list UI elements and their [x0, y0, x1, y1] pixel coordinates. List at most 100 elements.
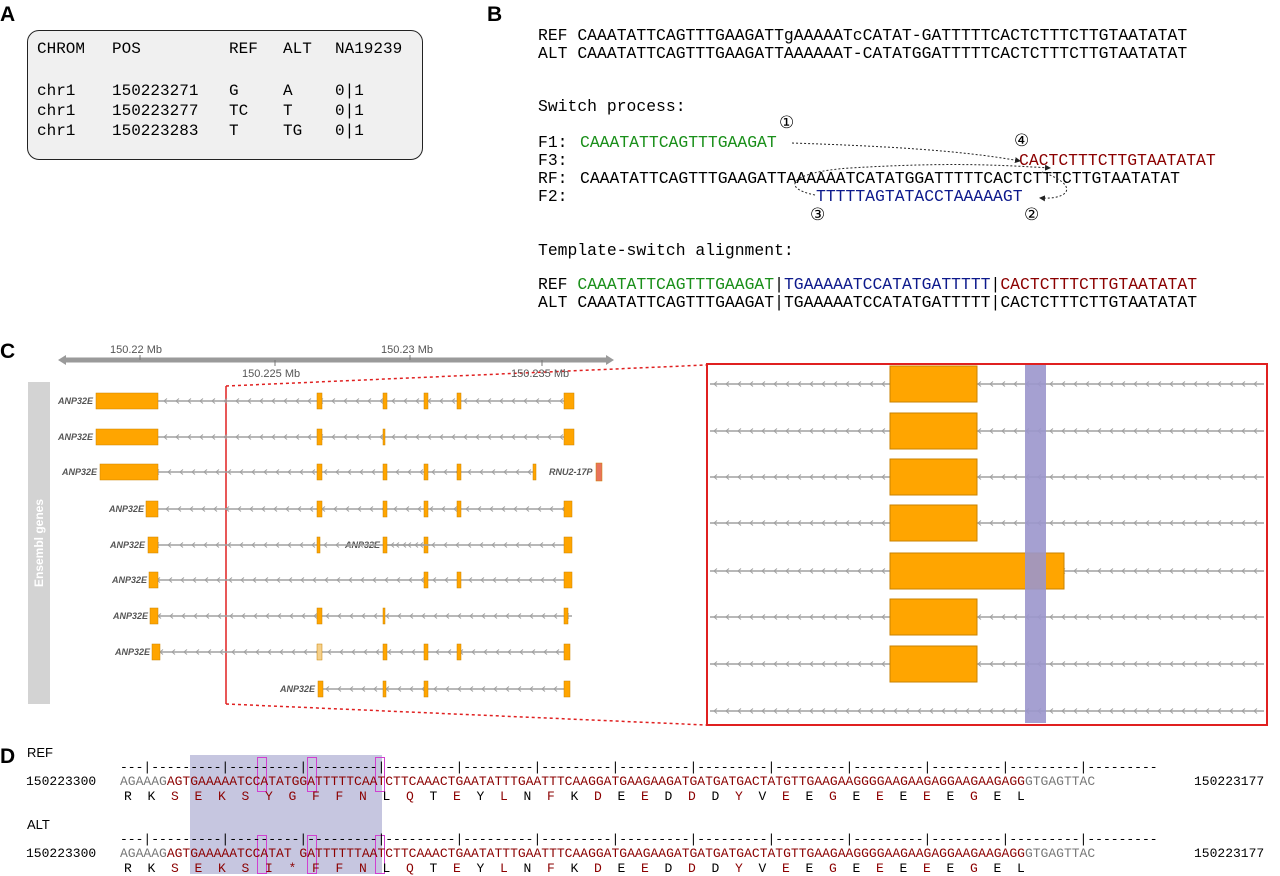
strand-arrow — [1157, 520, 1162, 526]
strand-arrow — [749, 568, 754, 574]
ts-ref-seg2: TGAAAAATCCATATGATTTTT — [783, 275, 991, 294]
strand-arrow — [243, 649, 248, 655]
vcf-cell: chr1 — [37, 102, 76, 120]
variant-box-3-ref — [375, 757, 385, 792]
strand-arrow — [845, 520, 850, 526]
strand-arrow — [1169, 381, 1174, 387]
strand-arrow — [1169, 474, 1174, 480]
amino-acid: E — [453, 861, 461, 876]
strand-arrow — [204, 577, 209, 583]
step-2-marker: ② — [1024, 205, 1040, 225]
amino-acid: D — [688, 861, 696, 876]
strand-arrow — [411, 649, 416, 655]
amino-acid: K — [218, 861, 226, 876]
strand-arrow — [331, 434, 336, 440]
strand-arrow — [1133, 661, 1138, 667]
strand-arrow — [433, 613, 438, 619]
strand-arrow — [396, 577, 401, 583]
strand-arrow — [475, 398, 480, 404]
exon — [423, 643, 429, 661]
exon — [563, 392, 575, 410]
d-alt-pos-end: 150223177 — [1194, 846, 1265, 861]
strand-arrow — [337, 686, 342, 692]
strand-arrow — [785, 708, 790, 714]
strand-arrow — [833, 708, 838, 714]
strand-arrow — [821, 661, 826, 667]
ts-alt-seg2: TGAAAAATCCATATGATTTTT — [783, 293, 991, 312]
ts-ref-seg1: CAAATATTCAGTTTGAAGAT — [577, 275, 775, 294]
strand-arrow — [1121, 428, 1126, 434]
gene-label: ANP32E — [280, 684, 316, 694]
amino-acid: E — [946, 789, 955, 804]
strand-arrow — [1085, 708, 1090, 714]
strand-arrow — [1145, 428, 1150, 434]
strand-arrow — [323, 469, 328, 475]
strand-arrow — [415, 398, 420, 404]
gene-label: ANP32E — [113, 611, 149, 621]
strand-arrow — [1253, 381, 1258, 387]
strand-arrow — [223, 434, 228, 440]
strand-arrow — [403, 398, 408, 404]
strand-arrow — [1217, 661, 1222, 667]
exon — [382, 607, 386, 625]
strand-arrow — [1109, 614, 1114, 620]
strand-arrow — [431, 542, 436, 548]
exon — [382, 680, 387, 698]
strand-arrow — [285, 506, 290, 512]
amino-acid: L — [1017, 789, 1025, 804]
strand-arrow — [1097, 474, 1102, 480]
strand-arrow — [989, 520, 994, 526]
strand-arrow — [1121, 520, 1126, 526]
strand-arrow — [881, 474, 886, 480]
strand-arrow — [1013, 381, 1018, 387]
strand-arrow — [167, 469, 172, 475]
strand-arrow — [299, 542, 304, 548]
variant-box-2-ref — [307, 757, 317, 792]
strand-arrow — [1229, 381, 1234, 387]
strand-arrow — [273, 506, 278, 512]
strand-arrow — [300, 577, 305, 583]
strand-arrow — [1181, 428, 1186, 434]
strand-arrow — [283, 398, 288, 404]
gene-label: ANP32E — [110, 540, 146, 550]
amino-acid: E — [923, 861, 931, 876]
strand-arrow — [857, 708, 862, 714]
strand-arrow — [279, 649, 284, 655]
ts-alt-seg3: CACTCTTTCTTGTAATATAT — [1000, 293, 1198, 312]
strand-arrow — [295, 398, 300, 404]
strand-arrow — [427, 434, 432, 440]
strand-arrow — [1061, 614, 1066, 620]
strand-arrow — [541, 613, 546, 619]
strand-arrow — [529, 613, 534, 619]
strand-arrow — [869, 381, 874, 387]
strand-arrow — [1169, 614, 1174, 620]
exon — [95, 428, 159, 446]
strand-arrow — [1193, 520, 1198, 526]
strand-arrow — [713, 520, 718, 526]
strand-arrow — [259, 398, 264, 404]
strand-arrow — [749, 428, 754, 434]
strand-arrow — [345, 506, 350, 512]
strand-arrow — [323, 542, 328, 548]
amino-acid: Q — [406, 789, 414, 804]
strand-arrow — [1205, 661, 1210, 667]
strand-arrow — [492, 577, 497, 583]
strand-arrow — [989, 474, 994, 480]
strand-arrow — [881, 614, 886, 620]
strand-arrow — [809, 661, 814, 667]
strand-arrow — [809, 520, 814, 526]
amino-acid: D — [711, 789, 720, 804]
strand-arrow — [414, 542, 419, 548]
strand-arrow — [857, 474, 862, 480]
strand-arrow — [1133, 381, 1138, 387]
vcf-cell: 150223277 — [112, 102, 199, 120]
strand-arrow — [271, 434, 276, 440]
exon — [456, 463, 462, 481]
strand-arrow — [773, 428, 778, 434]
strand-arrow — [1061, 708, 1066, 714]
strand-arrow — [217, 613, 222, 619]
strand-arrow — [1121, 474, 1126, 480]
strand-arrow — [435, 649, 440, 655]
exon — [316, 536, 321, 554]
